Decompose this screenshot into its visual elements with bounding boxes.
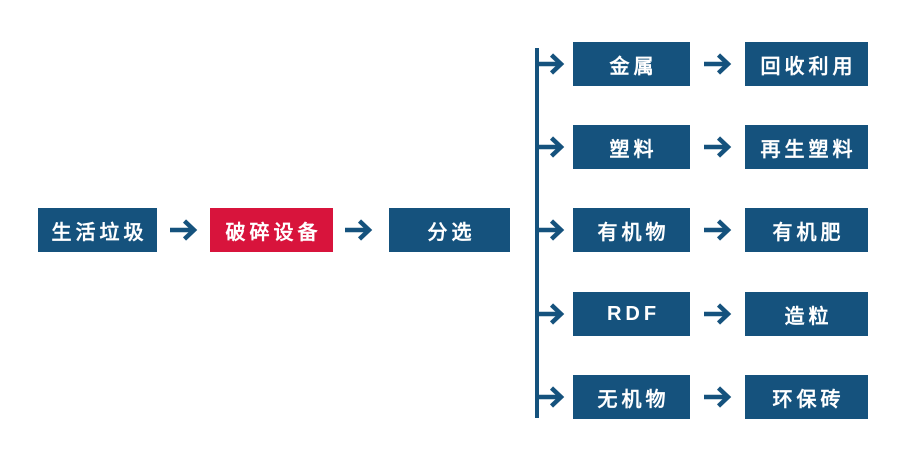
node-organic-fertilizer: 有机肥 [745,208,868,252]
node-rdf: RDF [573,292,690,336]
arrow-right-icon [704,219,732,241]
node-organic-matter: 有机物 [573,208,690,252]
node-granulation: 造粒 [745,292,868,336]
branch-row: 塑料 再生塑料 [0,125,900,169]
arrow-right-icon [704,53,732,75]
branch-row: 无机物 环保砖 [0,375,900,419]
arrow-right-icon [704,136,732,158]
branch-row: RDF 造粒 [0,292,900,336]
arrow-right-icon [535,219,565,241]
node-recycling: 回收利用 [745,42,868,86]
arrow-right-icon [345,219,373,241]
arrow-right-icon [535,303,565,325]
node-metal: 金属 [573,42,690,86]
node-household-waste: 生活垃圾 [38,208,157,252]
node-plastic: 塑料 [573,125,690,169]
node-inorganic-matter: 无机物 [573,375,690,419]
node-crushing-equipment: 破碎设备 [210,208,333,252]
branch-row: 有机物 有机肥 [0,208,900,252]
branch-row: 金属 回收利用 [0,42,900,86]
arrow-right-icon [535,136,565,158]
arrow-right-icon [704,303,732,325]
node-eco-brick: 环保砖 [745,375,868,419]
arrow-right-icon [535,53,565,75]
node-recycled-plastic: 再生塑料 [745,125,868,169]
node-sorting: 分选 [389,208,510,252]
branch-connector-line [535,48,539,418]
arrow-right-icon [170,219,198,241]
arrow-right-icon [535,386,565,408]
arrow-right-icon [704,386,732,408]
